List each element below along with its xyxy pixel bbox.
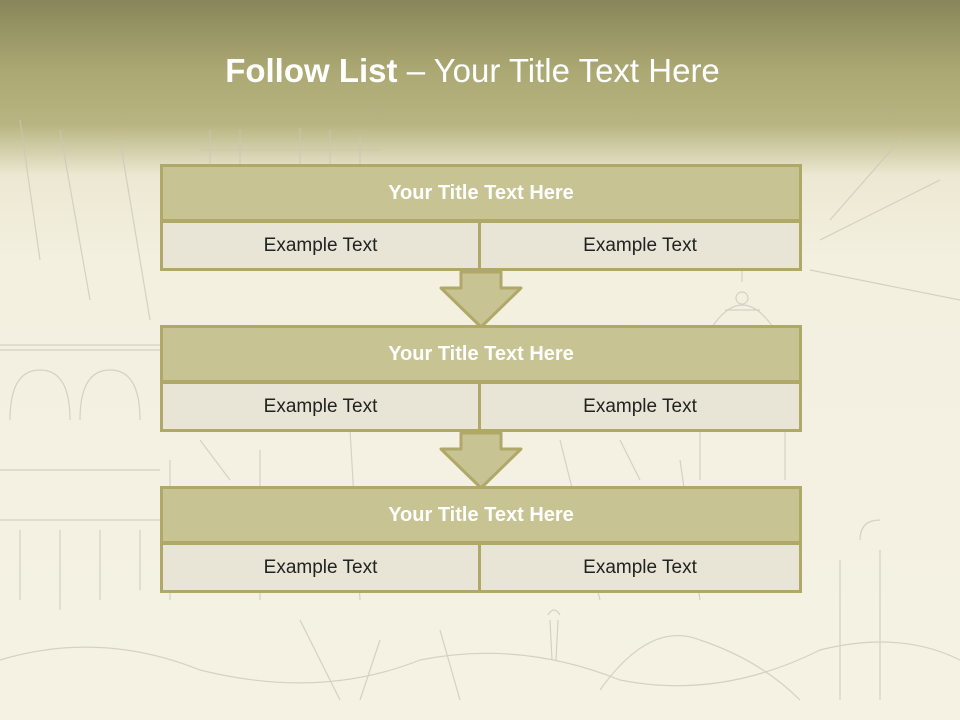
block-cell-left: Example Text <box>160 542 481 593</box>
block-cell-right: Example Text <box>478 381 802 432</box>
slide-title-bold: Follow List <box>225 52 398 89</box>
list-block-1: Your Title Text Here Example Text Exampl… <box>160 164 802 271</box>
down-arrow-icon <box>439 270 523 329</box>
block-row: Example Text Example Text <box>160 220 802 271</box>
block-cell-right: Example Text <box>478 542 802 593</box>
block-heading: Your Title Text Here <box>160 164 802 222</box>
block-row: Example Text Example Text <box>160 542 802 593</box>
list-block-3: Your Title Text Here Example Text Exampl… <box>160 486 802 593</box>
block-row: Example Text Example Text <box>160 381 802 432</box>
block-heading: Your Title Text Here <box>160 325 802 383</box>
slide-title: Follow List – Your Title Text Here <box>0 52 945 90</box>
block-heading: Your Title Text Here <box>160 486 802 544</box>
list-block-2: Your Title Text Here Example Text Exampl… <box>160 325 802 432</box>
block-cell-right: Example Text <box>478 220 802 271</box>
block-cell-left: Example Text <box>160 220 481 271</box>
down-arrow-icon <box>439 431 523 490</box>
slide-title-rest: – Your Title Text Here <box>397 52 720 89</box>
block-cell-left: Example Text <box>160 381 481 432</box>
